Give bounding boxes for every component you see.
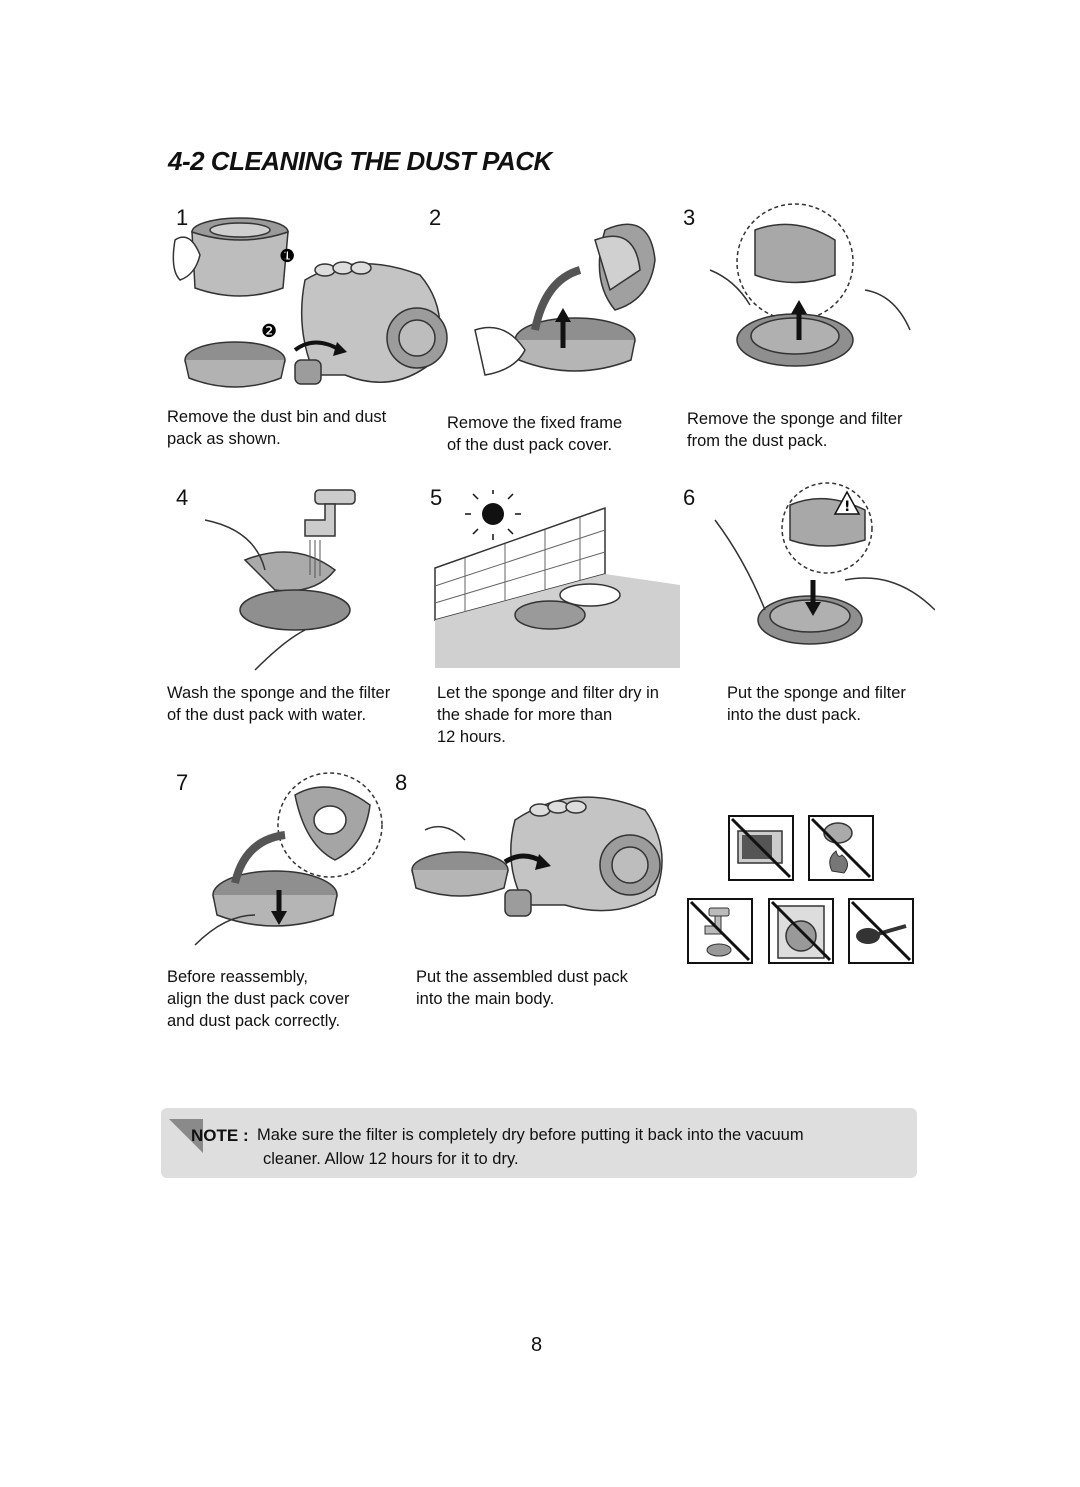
step-2-caption-line: of the dust pack cover. — [447, 436, 613, 454]
step-7-illustration — [194, 772, 383, 946]
step-2-caption-line: Remove the fixed frame — [447, 414, 623, 432]
step-2-caption: Remove the fixed frame of the dust pack … — [447, 412, 622, 456]
step-1-caption-line: pack as shown. — [167, 430, 281, 448]
step-6-illustration: ! — [714, 482, 935, 645]
marker-2: ❷ — [261, 321, 277, 342]
note-text-line-2: cleaner. Allow 12 hours for it to dry. — [263, 1150, 519, 1168]
step-6-number: 6 — [683, 485, 696, 510]
step-4-number: 4 — [176, 485, 189, 510]
marker-1: ❶ — [279, 246, 295, 267]
step-5-number: 5 — [430, 485, 443, 510]
step-7-caption-line: align the dust pack cover — [167, 990, 350, 1008]
step-6-caption-line: into the dust pack. — [727, 706, 861, 724]
step-5-caption-line: Let the sponge and filter dry in — [437, 684, 659, 702]
step-4-caption-line: Wash the sponge and the filter — [167, 684, 391, 702]
step-3-caption-line: Remove the sponge and filter — [687, 410, 903, 428]
step-5-caption: Let the sponge and filter dry in the sha… — [437, 682, 659, 748]
no-washing-machine-icon — [768, 898, 834, 964]
page-title: 4-2 CLEANING THE DUST PACK — [168, 146, 552, 176]
step-8-number: 8 — [395, 770, 408, 795]
note-label: NOTE : — [191, 1126, 249, 1145]
step-7-number: 7 — [176, 770, 189, 795]
step-6-caption: Put the sponge and filter into the dust … — [727, 682, 906, 726]
step-1-number: 1 — [176, 205, 189, 230]
no-hot-water-icon — [687, 898, 753, 964]
step-4-caption: Wash the sponge and the filter of the du… — [167, 682, 390, 726]
step-8-illustration — [411, 796, 663, 917]
step-8-caption-line: Put the assembled dust pack — [416, 968, 628, 986]
note-box: NOTE : Make sure the filter is completel… — [161, 1108, 917, 1178]
step-4-illustration — [204, 489, 356, 671]
step-1-caption-line: Remove the dust bin and dust — [167, 408, 387, 426]
step-5-caption-line: 12 hours. — [437, 728, 506, 746]
page-number: 8 — [531, 1334, 543, 1356]
step-7-caption-line: and dust pack correctly. — [167, 1012, 341, 1030]
step-5-caption-line: the shade for more than — [437, 706, 613, 724]
step-3-illustration — [709, 203, 911, 367]
no-fire-icon — [808, 815, 874, 881]
no-microwave-icon — [728, 815, 794, 881]
step-3-number: 3 — [683, 205, 696, 230]
step-3-caption-line: from the dust pack. — [687, 432, 828, 450]
note-marker-icon — [169, 1119, 203, 1153]
step-5-illustration — [434, 490, 680, 668]
step-1-illustration: ❶ ❷ — [172, 217, 448, 388]
no-brush-icon — [848, 898, 914, 964]
step-7-caption: Before reassembly, align the dust pack c… — [167, 966, 350, 1032]
step-2-illustration — [474, 223, 656, 376]
step-3-caption: Remove the sponge and filter from the du… — [687, 408, 903, 452]
step-4-caption-line: of the dust pack with water. — [167, 706, 367, 724]
svg-text:!: ! — [844, 499, 850, 515]
step-6-caption-line: Put the sponge and filter — [727, 684, 906, 702]
step-2-number: 2 — [429, 205, 442, 230]
step-8-caption-line: into the main body. — [416, 990, 555, 1008]
step-1-caption: Remove the dust bin and dust pack as sho… — [167, 406, 386, 450]
note-text-line-1: Make sure the filter is completely dry b… — [257, 1126, 804, 1144]
step-7-caption-line: Before reassembly, — [167, 968, 308, 986]
step-8-caption: Put the assembled dust pack into the mai… — [416, 966, 628, 1010]
